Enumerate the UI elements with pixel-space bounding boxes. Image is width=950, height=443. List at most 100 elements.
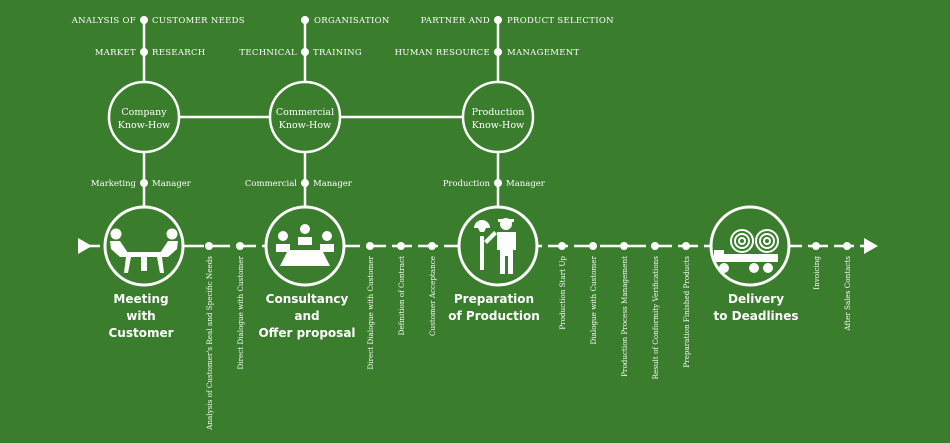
stage-title-line: Delivery xyxy=(728,292,784,306)
delivery-truck-icon xyxy=(714,229,779,273)
knowhow-label: Know-How xyxy=(279,120,331,131)
top-label-row-6: HUMAN RESOURCE MANAGEMENT xyxy=(395,48,579,58)
manager-commercial: Commercial Manager xyxy=(245,179,353,189)
stage-title-line: of Production xyxy=(448,309,539,323)
step-label: Invoicing xyxy=(812,256,821,290)
step-12: After Sales Contacts xyxy=(843,242,852,332)
stage-meeting xyxy=(103,205,185,287)
manager-dot xyxy=(494,179,502,187)
step-9: Result of Conformity Verifications xyxy=(651,242,660,379)
top-label-right: ORGANISATION xyxy=(314,16,390,26)
step-label: Preparation Finished Products xyxy=(682,256,691,368)
stage-title-line: Offer proposal xyxy=(258,326,355,340)
timeline-steps: Analysis of Customer's Real and Specific… xyxy=(205,242,852,431)
consultancy-icon xyxy=(276,224,334,266)
top-label-row-1: ANALYSIS OF CUSTOMER NEEDS xyxy=(71,16,245,26)
stage-title-meeting: Meeting with Customer xyxy=(108,292,173,340)
top-label-left: ANALYSIS OF xyxy=(71,16,136,26)
top-label-right: RESEARCH xyxy=(152,48,206,58)
step-dot xyxy=(366,242,374,250)
knowhow-label: Know-How xyxy=(472,120,524,131)
top-dot xyxy=(301,48,309,56)
top-dot xyxy=(140,16,148,24)
step-dot xyxy=(236,242,244,250)
step-dot xyxy=(428,242,436,250)
step-label: Definition of Contract xyxy=(397,256,406,336)
end-arrow-icon xyxy=(864,238,878,254)
top-label-left: TECHNICAL xyxy=(239,48,297,58)
step-dot xyxy=(558,242,566,250)
step-label: Customer Acceptance xyxy=(428,256,437,336)
top-label-row-3: ORGANISATION xyxy=(301,16,390,26)
step-dot xyxy=(589,242,597,250)
knowhow-label: Know-How xyxy=(118,120,170,131)
manager-left: Commercial xyxy=(245,179,297,189)
manager-right: Manager xyxy=(313,179,353,189)
manager-dot xyxy=(301,179,309,187)
step-1: Analysis of Customer's Real and Specific… xyxy=(205,242,214,431)
step-2: Direct Dialogue with Customer xyxy=(236,242,245,369)
manager-left: Marketing xyxy=(91,179,137,189)
top-label-right: TRAINING xyxy=(313,48,362,58)
top-label-row-5: PARTNER AND PRODUCT SELECTION xyxy=(421,16,614,26)
top-dot xyxy=(301,16,309,24)
step-label: Direct Dialogue with Customer xyxy=(236,255,245,369)
step-label: Production Start Up xyxy=(558,256,567,330)
step-dot xyxy=(812,242,820,250)
top-dot xyxy=(140,48,148,56)
step-10: Preparation Finished Products xyxy=(682,242,691,368)
step-label: Dialogue with Customer xyxy=(589,255,598,344)
stage-title-line: Customer xyxy=(108,326,173,340)
manager-production: Production Manager xyxy=(443,179,546,189)
top-dot xyxy=(494,48,502,56)
top-dot xyxy=(494,16,502,24)
step-dot xyxy=(682,242,690,250)
manager-right: Manager xyxy=(506,179,546,189)
step-dot xyxy=(620,242,628,250)
step-4: Definition of Contract xyxy=(397,242,406,335)
step-dot xyxy=(843,242,851,250)
step-3: Direct Dialogue with Customer xyxy=(366,242,375,369)
knowhow-circle xyxy=(107,80,181,154)
manager-dot xyxy=(140,179,148,187)
top-label-right: MANAGEMENT xyxy=(507,48,579,58)
step-5: Customer Acceptance xyxy=(428,242,437,336)
manager-right: Manager xyxy=(152,179,192,189)
knowhow-circle xyxy=(268,80,342,154)
stage-title-line: Meeting xyxy=(113,292,168,306)
stage-title-line: to Deadlines xyxy=(714,309,799,323)
step-dot xyxy=(651,242,659,250)
step-dot xyxy=(205,242,213,250)
top-label-left: MARKET xyxy=(95,48,136,58)
step-11: Invoicing xyxy=(812,242,821,290)
stage-title-preparation: Preparation of Production xyxy=(448,292,539,323)
knowhow-label: Commercial xyxy=(276,107,334,118)
step-label: Production Process Management xyxy=(620,256,629,377)
step-6: Production Start Up xyxy=(558,242,567,330)
step-label: Result of Conformity Verifications xyxy=(651,256,660,380)
knowhow-circle xyxy=(461,80,535,154)
stage-title-line: Consultancy xyxy=(266,292,349,306)
stage-delivery xyxy=(709,205,791,287)
top-label-left: HUMAN RESOURCE xyxy=(395,48,490,58)
step-7: Dialogue with Customer xyxy=(589,242,598,345)
step-8: Production Process Management xyxy=(620,242,629,377)
knowhow-commercial: Commercial Know-How xyxy=(268,80,342,154)
step-dot xyxy=(397,242,405,250)
meeting-icon xyxy=(110,228,178,273)
top-label-right: PRODUCT SELECTION xyxy=(507,16,614,26)
top-label-row-4: TECHNICAL TRAINING xyxy=(239,48,362,58)
start-arrow-icon xyxy=(78,238,92,254)
step-label: Direct Dialogue with Customer xyxy=(366,255,375,369)
stage-title-line: and xyxy=(294,309,319,323)
manager-left: Production xyxy=(443,179,491,189)
knowhow-company: Company Know-How xyxy=(107,80,181,154)
worker-icon xyxy=(474,218,516,274)
stage-consultancy xyxy=(264,205,346,287)
top-label-left: PARTNER AND xyxy=(421,16,490,26)
stage-title-consultancy: Consultancy and Offer proposal xyxy=(258,292,355,340)
stage-title-line: Preparation xyxy=(454,292,534,306)
knowhow-label: Company xyxy=(121,107,167,118)
knowhow-production: Production Know-How xyxy=(461,80,535,154)
